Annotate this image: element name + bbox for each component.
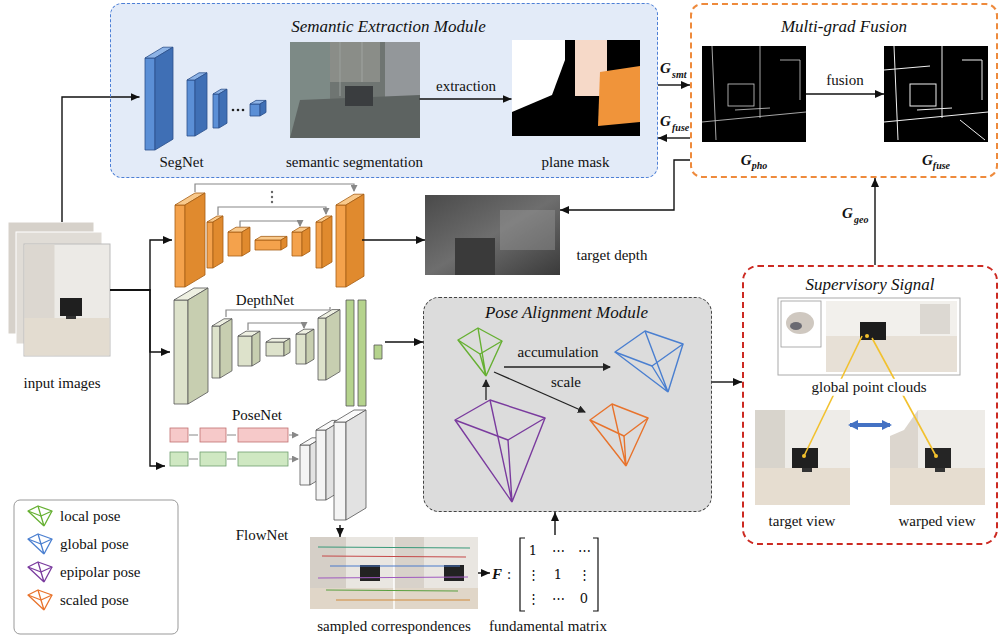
label-text: FlowNet <box>236 527 289 543</box>
image-node: Gfuse <box>884 46 988 142</box>
image-node: plane mask <box>512 40 640 136</box>
module-region: Multi-grad FusionGphoGfuse <box>690 3 998 178</box>
annotation-text: G <box>660 61 671 76</box>
image-node: target depth <box>425 195 560 275</box>
annotation-text: F <box>492 567 502 582</box>
node-label: global point clouds <box>809 379 930 396</box>
node-label: Supervisory Signal <box>806 276 935 295</box>
annotation-text: ⋯ <box>552 592 565 605</box>
connector <box>110 290 165 466</box>
annotation-text: fuse <box>672 123 689 133</box>
module-region: Semantic Extraction ModuleSegNet semantic… <box>110 3 658 178</box>
annotation-text: accumulation <box>518 345 599 360</box>
label-text: DepthNet <box>236 292 294 308</box>
connector <box>658 137 690 138</box>
label-text: target view <box>769 513 836 529</box>
legend-text: scaled pose <box>60 593 129 608</box>
annotation-text: ⋮ <box>578 568 591 581</box>
annotation-text: : <box>507 567 511 582</box>
annotation-text: 1 <box>554 568 562 581</box>
connector <box>62 97 140 222</box>
node-label: Multi-grad Fusion <box>781 18 907 37</box>
edge-label: fusion <box>826 73 864 88</box>
connector <box>850 423 890 427</box>
annotation-text: smt <box>672 70 686 80</box>
image-node: global point clouds <box>778 298 960 375</box>
network-block: FlowNet <box>165 422 378 525</box>
connector <box>712 381 742 382</box>
edge-label: extraction <box>436 79 496 94</box>
label-text: target depth <box>577 247 648 263</box>
annotation-text: 1 <box>529 544 537 557</box>
node-label: target view <box>769 513 836 530</box>
legend-text: epipolar pose <box>60 565 140 580</box>
legend-text: global pose <box>60 537 129 552</box>
node-label: sampled correspondences <box>317 618 471 635</box>
label-text: pho <box>752 160 768 171</box>
label-text: PoseNet <box>232 407 282 423</box>
node-label: Pose Alignment Module <box>485 303 648 322</box>
connector <box>339 525 340 537</box>
connector <box>110 290 170 352</box>
connector <box>658 84 690 85</box>
annotation-text: G <box>660 114 671 129</box>
node-label: FlowNet <box>236 527 289 544</box>
node-label: fundamental matrix <box>489 618 607 635</box>
connector <box>110 240 172 290</box>
legend-text: local pose <box>60 509 120 524</box>
connector <box>362 239 425 240</box>
label-text: G <box>922 152 933 168</box>
label-text: Semantic Extraction Module <box>291 16 486 35</box>
network-block: SegNet <box>140 38 262 152</box>
label-text: Pose Alignment Module <box>485 302 648 321</box>
annotation-text: ⋮ <box>527 592 540 605</box>
image-node: Gpho <box>702 46 806 142</box>
image-node: semantic segmentation <box>290 42 420 138</box>
module-region: Pose Alignment Module <box>423 297 712 512</box>
label-text: plane mask <box>542 153 610 169</box>
label-text: input images <box>23 375 100 391</box>
node-label: target depth <box>577 247 648 264</box>
connector <box>385 341 423 342</box>
connector <box>874 178 875 265</box>
label-text: Multi-grad Fusion <box>781 17 907 36</box>
node-label: SegNet <box>159 153 203 170</box>
label-text: fuse <box>933 160 950 171</box>
label-text: SegNet <box>159 153 203 169</box>
module-region: Supervisory Signal global point clouds tar… <box>742 265 998 545</box>
node-label: Gfuse <box>922 152 950 169</box>
connector <box>806 93 884 94</box>
annotation-text: 0 <box>580 592 588 605</box>
label-text: G <box>741 152 752 168</box>
node-label: warped view <box>898 513 975 530</box>
label-text: Supervisory Signal <box>806 275 935 294</box>
label-text: sampled correspondences <box>317 618 471 634</box>
network-block: DepthNet <box>172 190 362 288</box>
annotation-text: geo <box>854 215 868 225</box>
image-stack: input images <box>8 222 110 356</box>
node-label: Gpho <box>741 152 767 169</box>
annotation-text: ⋯ <box>578 544 591 557</box>
node-label: semantic segmentation <box>286 153 423 170</box>
annotation-text: scale <box>551 375 581 390</box>
image-node: target view <box>755 410 850 505</box>
connector <box>554 512 555 535</box>
image-node: warped view <box>890 410 985 505</box>
annotation-text: ⋮ <box>527 568 540 581</box>
annotation-text: G <box>842 206 853 221</box>
node-label: plane mask <box>542 153 610 170</box>
connector <box>420 98 512 99</box>
label-text: semantic segmentation <box>286 153 423 169</box>
label-text: warped view <box>898 513 975 529</box>
connector <box>478 572 490 573</box>
node-label: PoseNet <box>232 407 282 424</box>
image-node: sampled correspondences <box>310 537 478 609</box>
node-label: input images <box>23 375 100 392</box>
label-text: fundamental matrix <box>489 618 607 634</box>
label-text: global point clouds <box>812 379 927 395</box>
node-label: Semantic Extraction Module <box>291 17 486 36</box>
node-label: DepthNet <box>236 292 294 309</box>
annotation-text: ⋯ <box>552 544 565 557</box>
